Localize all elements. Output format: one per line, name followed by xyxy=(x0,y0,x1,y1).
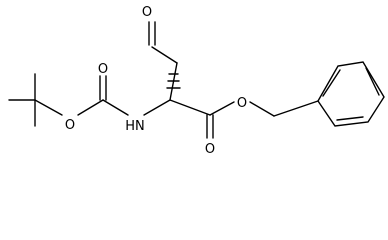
atom-labels: O O O HN O O xyxy=(65,5,247,157)
bond-ester-to-oxygen xyxy=(209,101,235,116)
bond-benzyl-to-ring xyxy=(273,100,319,117)
bond-tbu-to-oxygen xyxy=(34,99,63,116)
atom-carbamate-oxygen-double: O xyxy=(98,62,108,77)
bond-alpha-to-ester xyxy=(169,99,211,116)
bond-nh-to-alpha xyxy=(143,99,171,116)
atom-ester-oxygen-double: O xyxy=(205,142,215,157)
bonds xyxy=(8,21,385,139)
atom-amide-nitrogen: HN xyxy=(125,119,145,134)
benzene-inner-double-2 xyxy=(365,67,380,96)
bond-oxygen-to-carbonyl xyxy=(77,99,104,116)
bond-oxygen-to-benzyl xyxy=(249,101,275,117)
atom-ester-oxygen-single: O xyxy=(237,96,247,111)
chemical-structure: O O O HN O O xyxy=(8,5,385,157)
benzene-ring xyxy=(317,61,385,127)
atom-aldehyde-oxygen: O xyxy=(142,5,152,20)
bond-ch2-to-cho xyxy=(151,46,178,64)
stereo-marks xyxy=(166,73,181,89)
benzene-inner-double-1 xyxy=(322,69,341,97)
benzene-inner-double-3 xyxy=(336,116,364,121)
bond-carbonyl-to-nh xyxy=(102,99,129,116)
atom-carbamate-oxygen-single: O xyxy=(65,118,75,133)
